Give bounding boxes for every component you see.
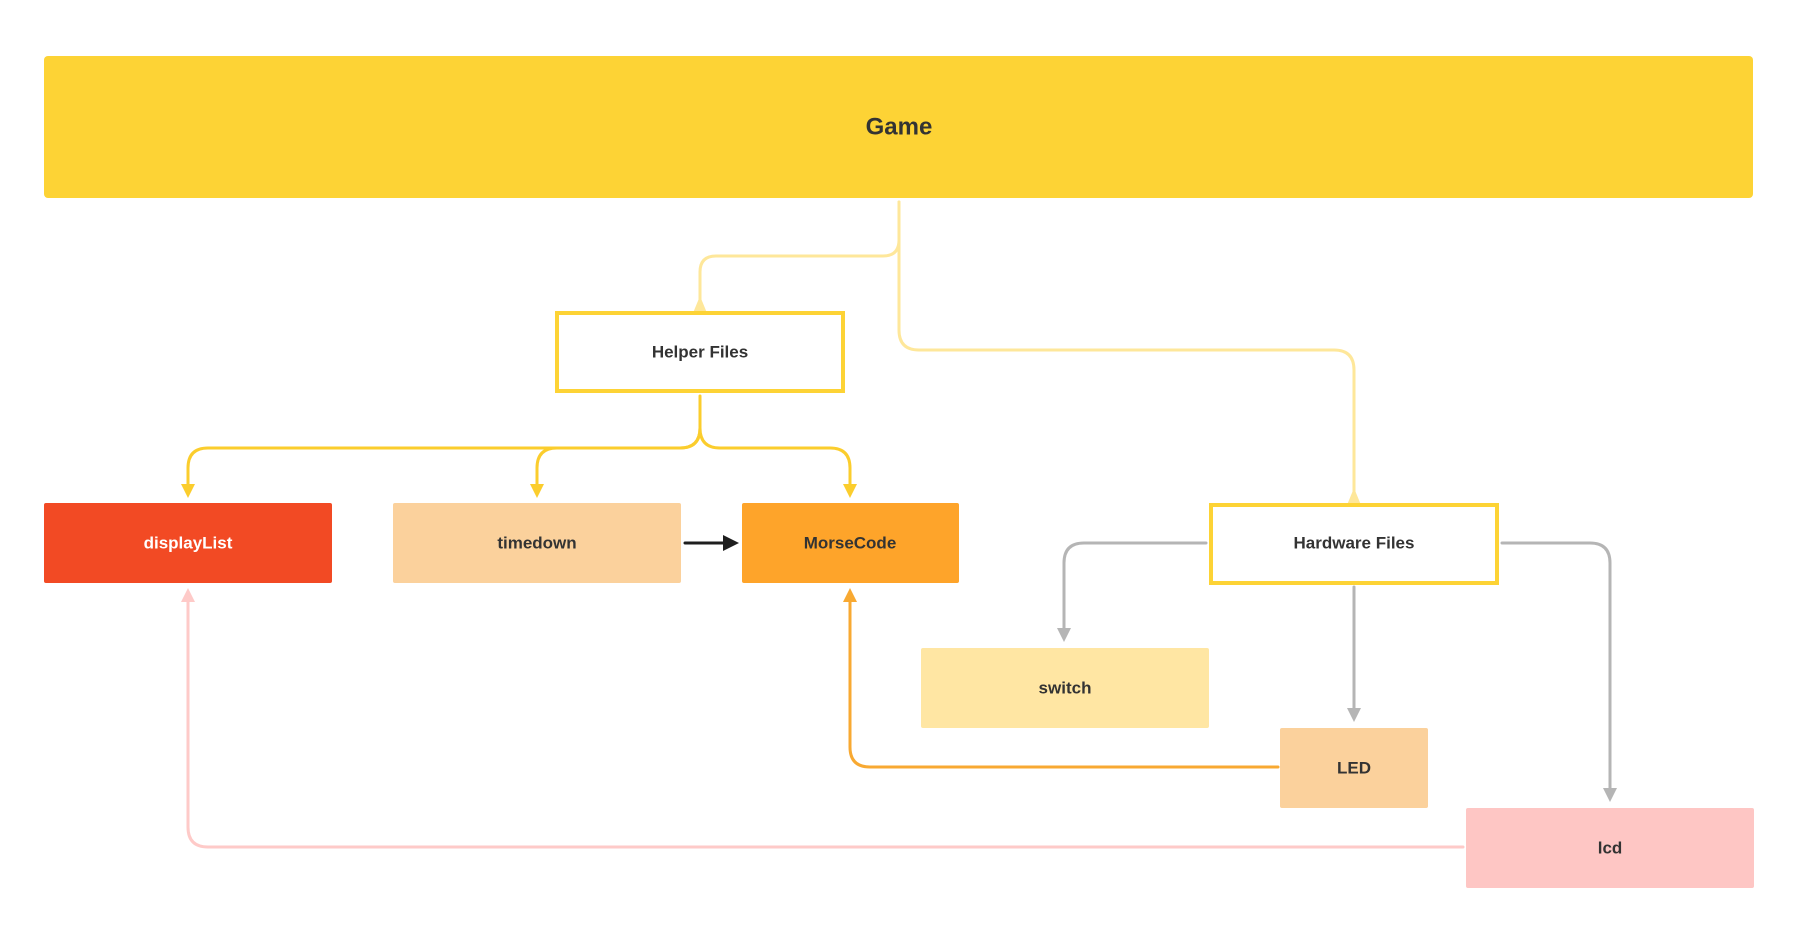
arrowhead-morsecode-from-timedown xyxy=(723,535,739,551)
node-switch-label: switch xyxy=(1039,679,1092,698)
nodes: Game Helper Files displayList timedown M… xyxy=(44,56,1754,888)
node-lcd-label: lcd xyxy=(1598,839,1623,858)
edges xyxy=(181,200,1617,849)
node-timedown-box xyxy=(393,503,681,583)
node-lcd-box xyxy=(1466,808,1754,888)
edge-helper-to-displaylist xyxy=(186,394,702,488)
arrowhead-displaylist-in xyxy=(181,484,195,498)
node-displaylist-label: displayList xyxy=(144,534,233,553)
node-hardware-files[interactable]: Hardware Files xyxy=(1209,503,1499,585)
edge-led-to-morsecode xyxy=(848,598,1280,769)
node-game-label: Game xyxy=(866,114,933,141)
edge-hardware-to-switch xyxy=(1062,541,1208,632)
node-morsecode[interactable]: MorseCode xyxy=(742,503,959,583)
node-helper-files[interactable]: Helper Files xyxy=(555,311,845,393)
arrowhead-switch-in xyxy=(1057,628,1071,642)
edge-helper-to-timedown xyxy=(535,426,702,488)
node-game-box xyxy=(44,56,1753,198)
node-helper-files-label: Helper Files xyxy=(652,343,748,362)
node-game[interactable]: Game xyxy=(44,56,1753,198)
node-switch[interactable]: switch xyxy=(921,648,1209,728)
node-led-box xyxy=(1280,728,1428,808)
arrowhead-timedown-in xyxy=(530,484,544,498)
arrowhead-morsecode-from-helper xyxy=(843,484,857,498)
node-lcd[interactable]: lcd xyxy=(1466,808,1754,888)
arrowhead-helper-files-in xyxy=(693,296,707,313)
node-switch-box xyxy=(921,648,1209,728)
node-led[interactable]: LED xyxy=(1280,728,1428,808)
node-morsecode-label: MorseCode xyxy=(804,534,897,553)
arrowhead-displaylist-from-lcd xyxy=(181,588,195,602)
edge-game-to-helper-files xyxy=(698,200,901,307)
arrowhead-led-in xyxy=(1347,708,1361,722)
node-led-label: LED xyxy=(1337,759,1371,778)
node-hardware-files-label: Hardware Files xyxy=(1294,534,1415,553)
arrowhead-lcd-in xyxy=(1603,788,1617,802)
node-helper-files-box xyxy=(555,311,845,393)
edge-helper-to-morsecode xyxy=(698,426,852,488)
edge-game-to-hardware-files xyxy=(897,200,1356,502)
node-displaylist-box xyxy=(44,503,332,583)
edge-lcd-to-displaylist xyxy=(186,598,1465,849)
edge-hardware-to-lcd xyxy=(1500,541,1612,792)
node-displaylist[interactable]: displayList xyxy=(44,503,332,583)
arrowhead-hardware-files-in xyxy=(1347,488,1361,505)
node-hardware-files-box xyxy=(1209,503,1499,585)
node-timedown[interactable]: timedown xyxy=(393,503,681,583)
arrowhead-morsecode-from-led xyxy=(843,588,857,602)
node-timedown-label: timedown xyxy=(497,534,576,553)
node-morsecode-box xyxy=(742,503,959,583)
